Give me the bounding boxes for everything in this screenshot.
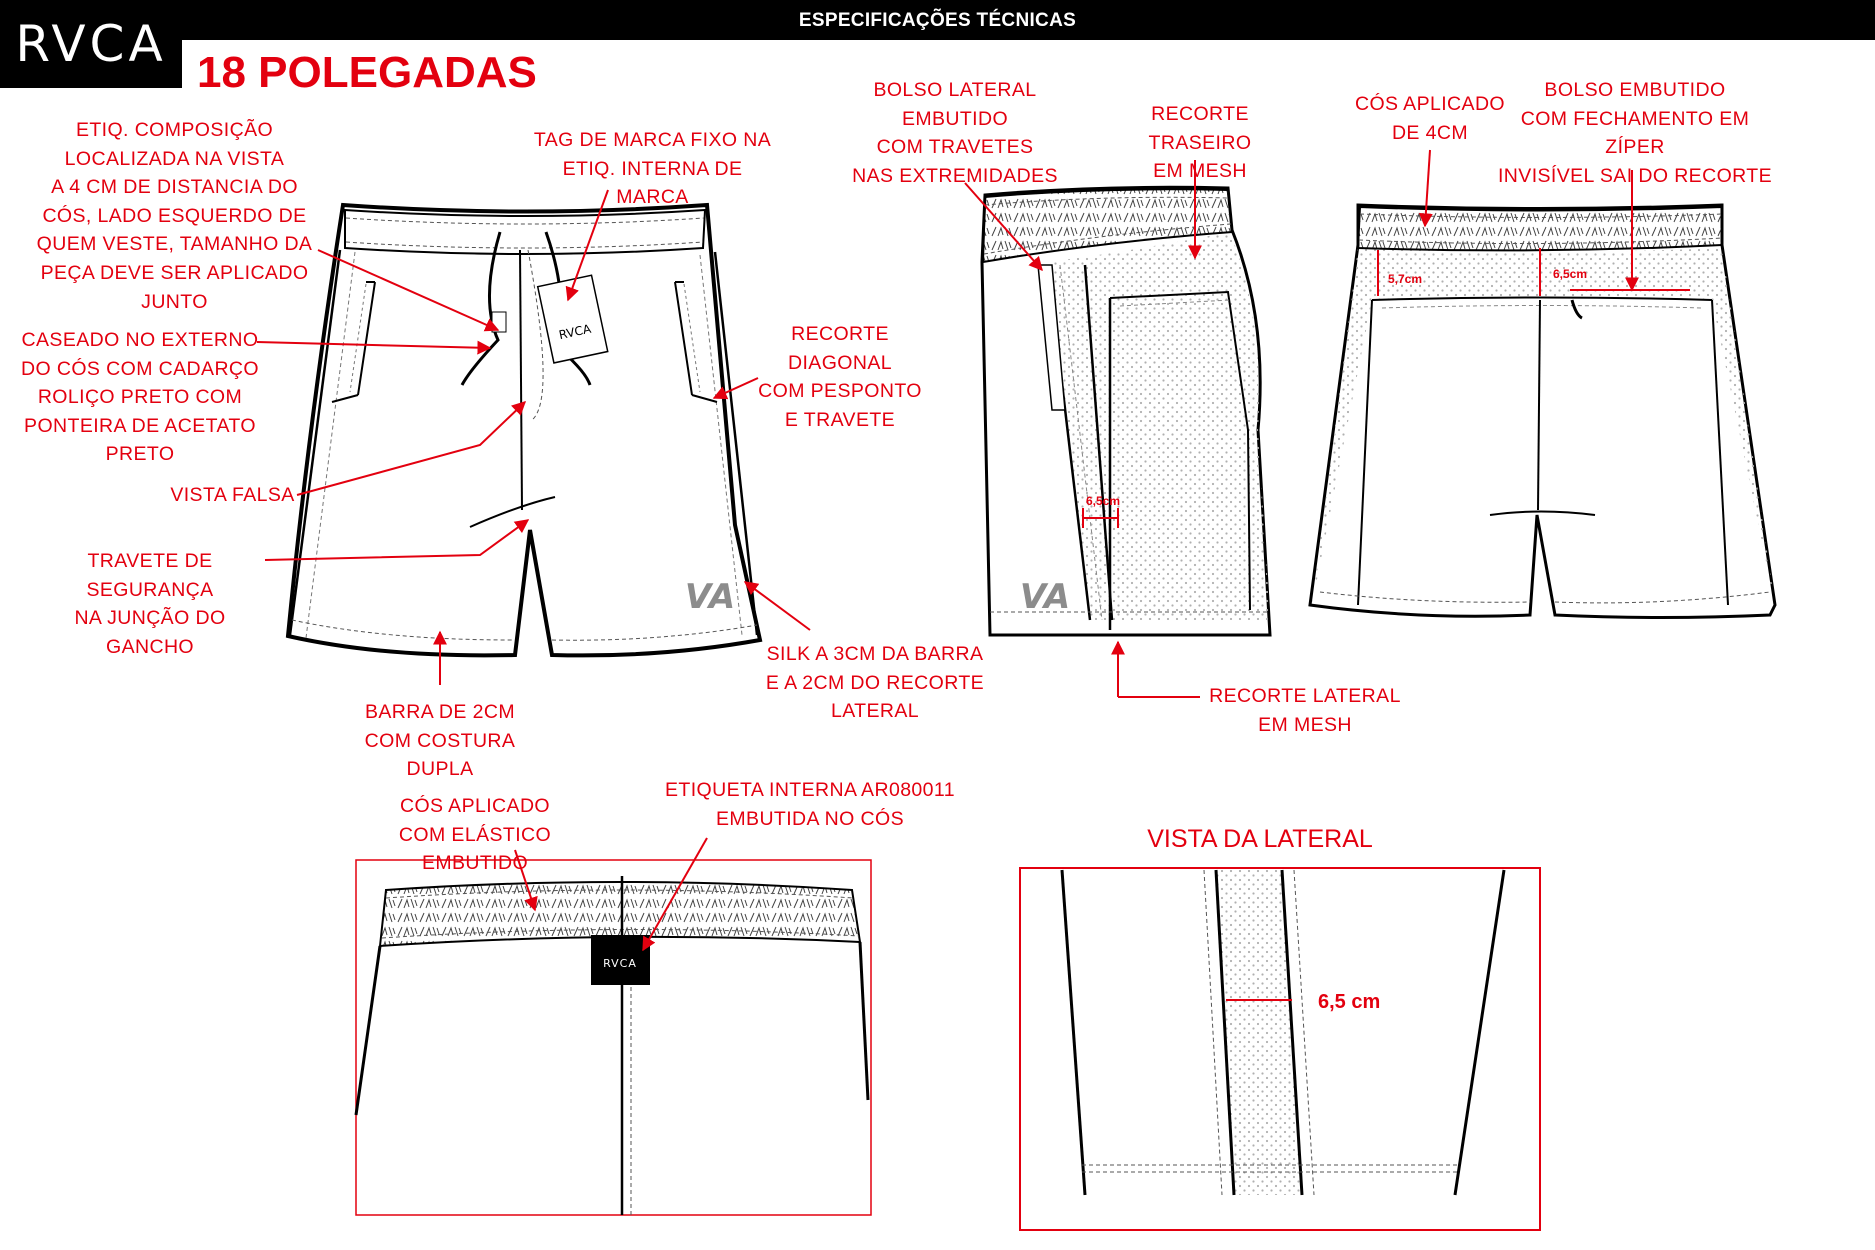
note-silk-placement: SILK A 3CM DA BARRA E A 2CM DO RECORTE L… xyxy=(765,643,985,723)
note-zip-pocket: BOLSO EMBUTIDO COM FECHAMENTO EM ZÍPER I… xyxy=(1497,79,1772,187)
note-side-pocket: BOLSO LATERAL EMBUTIDO COM TRAVETES NAS … xyxy=(852,79,1058,187)
side-view-drawing: VA 6,5cm xyxy=(980,185,1272,637)
note-diagonal-cut: RECORTE DIAGONAL COM PESPONTO E TRAVETE xyxy=(758,323,922,431)
lateral-view-drawing: 6,5 cm xyxy=(1019,867,1541,1231)
note-false-fly: VISTA FALSA xyxy=(170,484,295,506)
back-view-drawing: 5,7cm 6,5cm xyxy=(1308,203,1777,619)
note-side-mesh: RECORTE LATERAL EM MESH xyxy=(1209,685,1401,736)
brand-logo: RVCA xyxy=(15,15,167,73)
front-view-drawing: RVCA VA xyxy=(285,202,763,658)
note-elastic-waistband: CÓS APLICADO COM ELÁSTICO EMBUTIDO xyxy=(398,795,552,875)
side-silk-logo: VA xyxy=(1020,577,1070,617)
note-crotch-bartack: TRAVETE DE SEGURANÇA NA JUNÇÃO DO GANCHO xyxy=(74,550,226,658)
inner-label-brand: RVCA xyxy=(603,957,637,970)
note-waistband-4cm: CÓS APLICADO DE 4CM xyxy=(1354,93,1505,144)
silk-logo: VA xyxy=(685,577,735,617)
note-brand-tag: TAG DE MARCA FIXO NA ETIQ. INTERNA DE MA… xyxy=(533,129,772,209)
callout-arrows xyxy=(256,149,1639,952)
page-title: 18 POLEGADAS xyxy=(197,48,537,97)
lateral-mesh-measure: 6,5 cm xyxy=(1318,991,1380,1013)
waistband-detail-drawing: RVCA xyxy=(354,859,872,1216)
side-mesh-measure: 6,5cm xyxy=(1086,494,1120,508)
brand-logo-box xyxy=(0,0,182,88)
note-composition-label: ETIQ. COMPOSIÇÃO LOCALIZADA NA VISTA A 4… xyxy=(36,119,313,313)
note-inner-label: ETIQUETA INTERNA AR080011 EMBUTIDA NO CÓ… xyxy=(665,779,955,830)
note-buttonhole-drawstring: CASEADO NO EXTERNO DO CÓS COM CADARÇO RO… xyxy=(21,329,259,466)
back-pocket-measure: 6,5cm xyxy=(1553,267,1587,281)
back-waist-measure: 5,7cm xyxy=(1388,272,1422,286)
header-bar xyxy=(0,0,1875,40)
header-title: ESPECIFICAÇÕES TÉCNICAS xyxy=(798,10,1077,31)
hang-tag-brand: RVCA xyxy=(558,322,593,343)
note-hem: BARRA DE 2CM COM COSTURA DUPLA xyxy=(364,701,516,781)
lateral-view-title: VISTA DA LATERAL xyxy=(1147,825,1373,853)
note-back-mesh: RECORTE TRASEIRO EM MESH xyxy=(1148,103,1252,183)
